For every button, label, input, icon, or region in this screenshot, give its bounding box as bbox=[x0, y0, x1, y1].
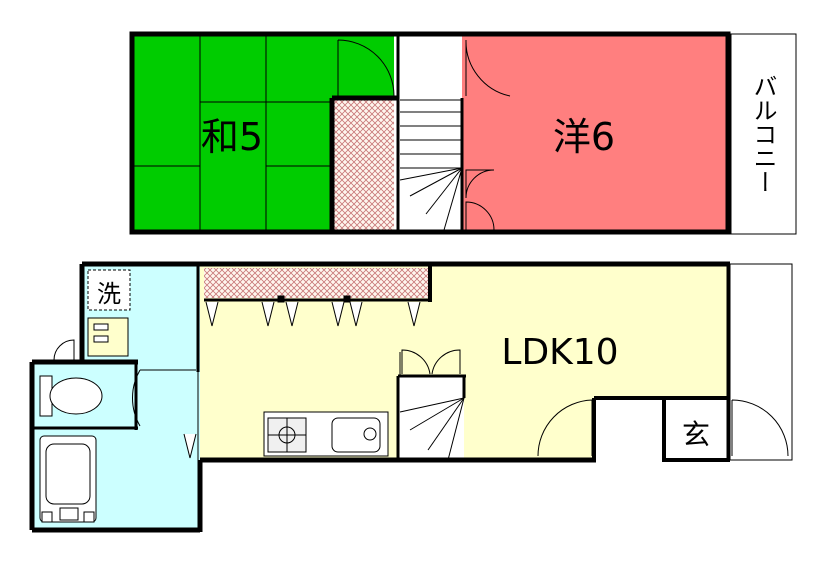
lower-doors bbox=[53, 339, 789, 457]
lower-walls bbox=[29, 261, 730, 533]
upper-doors bbox=[337, 39, 511, 231]
laundry-label: 洗 bbox=[97, 280, 121, 308]
lower-stairs bbox=[399, 352, 465, 461]
toilet-fixture bbox=[39, 375, 103, 417]
washitsu-closet bbox=[334, 100, 394, 230]
ldk-label: LDK10 bbox=[501, 332, 618, 373]
closet-door-marks bbox=[183, 295, 421, 459]
entrance-label: 玄 bbox=[682, 418, 710, 451]
upper-stair-area bbox=[398, 36, 462, 230]
entrance-area bbox=[594, 396, 728, 460]
kitchen-counter bbox=[263, 411, 389, 457]
porch bbox=[729, 263, 793, 461]
bathtub bbox=[39, 435, 97, 523]
wash-basin bbox=[87, 317, 129, 357]
washitsu-label: 和5 bbox=[201, 115, 263, 159]
balcony bbox=[729, 33, 797, 235]
youshitsu-room bbox=[462, 36, 726, 230]
tatami-lines bbox=[134, 36, 334, 230]
upper-stairs bbox=[399, 99, 463, 231]
lower-floor bbox=[29, 261, 793, 533]
washitsu-room bbox=[134, 36, 334, 230]
balcony-label: バルコニー bbox=[749, 74, 777, 194]
youshitsu-label: 洋6 bbox=[553, 115, 615, 159]
laundry-box bbox=[87, 269, 131, 311]
kitchen-storage bbox=[204, 268, 430, 298]
upper-walls bbox=[129, 31, 731, 235]
washitsu-alcove bbox=[334, 36, 394, 100]
upper-floor bbox=[129, 31, 797, 235]
